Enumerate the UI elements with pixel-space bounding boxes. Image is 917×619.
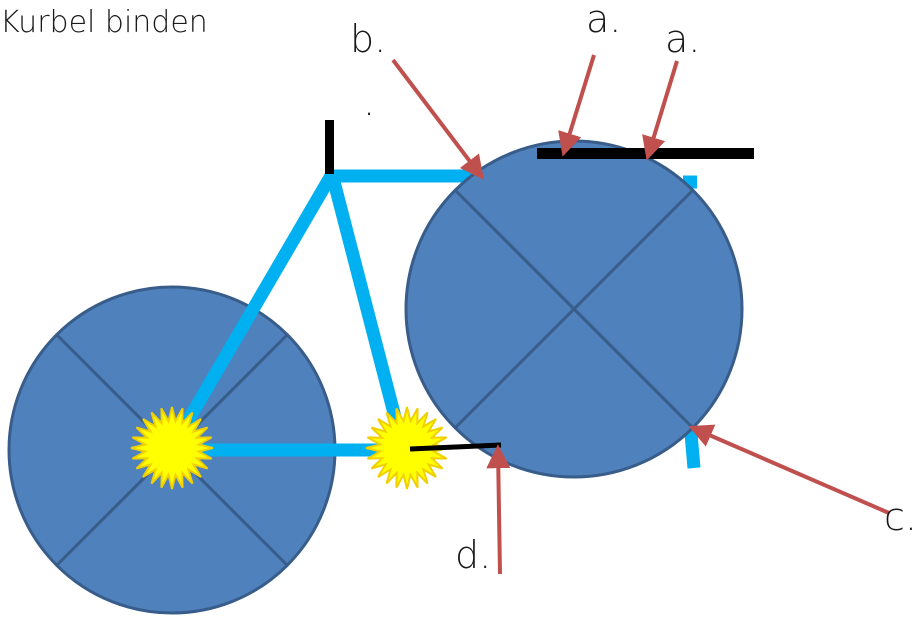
seat-post	[325, 120, 334, 174]
arrow-b	[391, 58, 484, 180]
crank-star	[365, 406, 449, 490]
crank-arm	[409, 442, 502, 452]
arrow-d	[486, 444, 511, 575]
label-a1: a.	[586, 0, 621, 41]
label-d: d.	[455, 533, 491, 577]
label-a2: a.	[665, 17, 700, 61]
handlebar	[537, 148, 754, 159]
title-text: Kurbel binden	[0, 5, 208, 40]
arrow-c	[688, 424, 890, 515]
arrow-a2	[642, 60, 679, 161]
arrow-a1	[558, 54, 596, 157]
rear-hub-star	[130, 406, 214, 490]
label-b: b.	[350, 17, 386, 61]
label-c: c.	[884, 495, 917, 539]
front-wheel	[404, 139, 744, 479]
stray-dot: .	[363, 80, 375, 124]
